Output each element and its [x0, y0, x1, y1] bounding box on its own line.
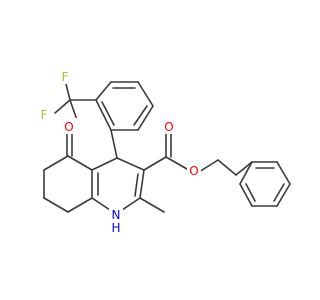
- ester-carbonyl-oxygen-label: O: [164, 120, 173, 134]
- atom-labels: F F F O O O N H: [37, 70, 201, 235]
- fluorine-label-2: F: [41, 108, 48, 122]
- molecule-structure: F F F O O O N H: [37, 70, 291, 235]
- methyl-bond: [139, 197, 165, 213]
- fluorine-label-1: F: [62, 70, 69, 84]
- molecule-canvas: F F F O O O N H: [37, 70, 291, 235]
- nitrogen-hydrogen-label: H: [111, 221, 120, 235]
- cyclohexanone-ring: [43, 155, 93, 213]
- nitrogen-label: N: [112, 208, 121, 222]
- aryl-c4-bond: [110, 129, 118, 159]
- trifluoromethylphenyl-ring: [95, 81, 154, 131]
- ester-oxygen-label: O: [189, 164, 198, 178]
- ester-group: [143, 131, 253, 176]
- ketone-oxygen-label: O: [64, 120, 73, 134]
- trifluoromethyl-group: [54, 79, 97, 121]
- ketone-carbonyl: [66, 133, 73, 157]
- dihydropyridine-ring: [91, 157, 145, 215]
- phenyl-ring: [239, 161, 291, 207]
